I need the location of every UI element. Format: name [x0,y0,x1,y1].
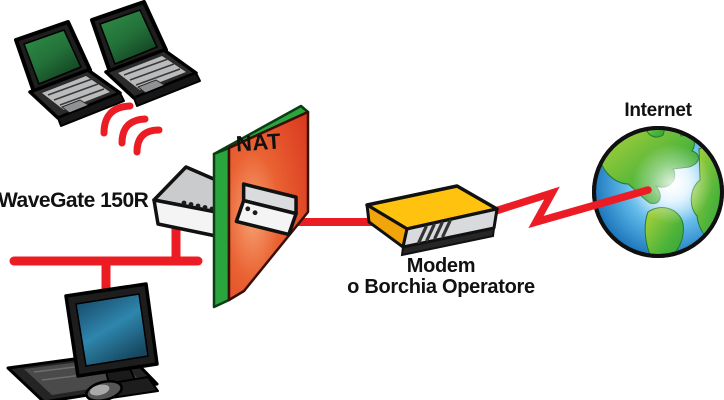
modem-icon [365,184,499,257]
access-point-icon [152,165,218,238]
internet-globe-icon [592,126,724,258]
access-point-front-icon [234,182,298,237]
modem-label: Modem o Borchia Operatore [316,256,566,298]
internet-label: Internet [624,100,692,121]
modem-vents [417,219,452,244]
desktop-pc-icon [6,282,159,400]
cable-modem-to-internet [482,186,652,229]
nat-firewall-label: NAT [235,128,282,157]
wifi-waves-icon [100,102,163,156]
modem-label-line1: Modem [406,255,476,277]
modem-label-line2: o Borchia Operatore [347,276,535,298]
access-point-label: WaveGate 150R [0,189,149,212]
